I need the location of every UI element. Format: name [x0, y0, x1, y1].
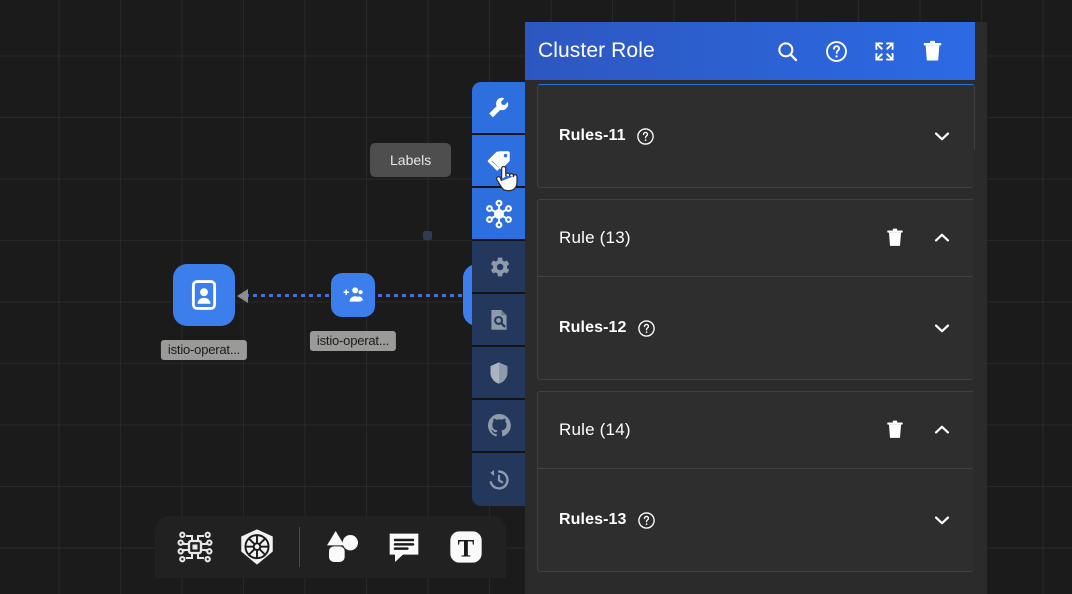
hub-icon [486, 199, 512, 228]
cluster-role-panel: Cluster Role [525, 22, 987, 594]
rules-help-icon[interactable] [636, 127, 655, 146]
shield-icon [490, 361, 508, 384]
rules-label: Rules-12 [559, 319, 627, 336]
rule-chevron-up[interactable] [930, 226, 954, 250]
rules-label: Rules-13 [559, 511, 627, 528]
rules-chevron-down[interactable] [930, 316, 954, 340]
chevron-down-icon [934, 516, 950, 525]
badge-icon [191, 280, 217, 310]
rules-help-icon[interactable] [637, 511, 656, 530]
node-service-account-label: istio-operat... [160, 340, 248, 360]
node-role-binding[interactable]: istio-operat... [309, 273, 397, 351]
rules-chevron-down[interactable] [930, 508, 954, 532]
rule-chevron-up[interactable] [930, 418, 954, 442]
edge-binding-to-role [378, 294, 478, 297]
toolbar-item-wrench[interactable] [472, 82, 526, 135]
rules-chevron-down[interactable] [930, 124, 954, 148]
node-service-account[interactable]: istio-operat... [160, 264, 248, 360]
document-search-icon [491, 309, 507, 330]
help-icon [636, 127, 654, 145]
chevron-up-icon [934, 425, 950, 434]
rule-header-row[interactable]: Rule (13) [538, 200, 974, 277]
edge-binding-to-sa [245, 294, 350, 297]
panel-expand-button[interactable] [873, 40, 896, 63]
panel-header: Cluster Role [525, 22, 975, 80]
rule-label: Rule (14) [559, 420, 631, 439]
microchip-icon [177, 531, 213, 563]
panel-delete-button[interactable] [920, 39, 945, 64]
delete-icon [923, 40, 942, 60]
rule-header-row[interactable]: Rule (14) [538, 392, 974, 469]
rule-delete-button[interactable] [884, 419, 906, 441]
canvas-dot [423, 231, 432, 240]
bottom-item-microchip[interactable] [167, 521, 223, 573]
chevron-up-icon [934, 233, 950, 242]
rules-row[interactable]: Rules-12 [538, 277, 974, 379]
tag-icon [487, 150, 510, 171]
toolbar-item-inspect[interactable] [472, 294, 526, 347]
edge-arrow-head [237, 289, 248, 303]
comment-icon [389, 533, 419, 562]
text-tool-icon: T [450, 531, 482, 563]
shapes-icon [327, 531, 358, 562]
bottom-item-comment[interactable] [376, 521, 432, 573]
pointing-hand-cursor [495, 165, 518, 192]
toolbar-item-history[interactable] [472, 453, 526, 506]
mouse-cursor [492, 163, 518, 202]
search-icon [778, 41, 798, 61]
bottom-item-text-tool[interactable]: T [438, 521, 494, 573]
toolbar-separator [299, 527, 300, 567]
toolbar-item-settings[interactable] [472, 241, 526, 294]
help-icon [637, 511, 655, 529]
rules-label: Rules-11 [559, 127, 626, 144]
bottom-item-shapes[interactable] [314, 521, 370, 573]
node-role-binding-box[interactable] [331, 273, 375, 317]
panel-help-button[interactable] [824, 39, 849, 64]
chevron-down-icon [934, 324, 950, 333]
panel-search-button[interactable] [775, 39, 800, 64]
gear-icon [490, 257, 510, 276]
expand-icon [875, 41, 894, 61]
rules-row[interactable]: Rules-13 [538, 469, 974, 571]
svg-text:T: T [458, 535, 475, 562]
bottom-item-kubernetes[interactable] [229, 521, 285, 573]
rule-card: Rule (13) [537, 199, 975, 380]
panel-body[interactable]: Rules-11 [525, 80, 987, 594]
node-service-account-box[interactable] [173, 264, 235, 326]
rule-delete-button[interactable] [884, 227, 906, 249]
rule-card: Rule (14) [537, 391, 975, 572]
vertical-toolbar [472, 82, 526, 506]
rules-help-icon[interactable] [637, 319, 656, 338]
delete-icon [887, 228, 903, 246]
history-icon [489, 469, 509, 490]
rules-row[interactable]: Rules-11 [538, 85, 974, 187]
help-icon [826, 40, 847, 62]
panel-title: Cluster Role [538, 39, 655, 62]
kubernetes-icon [241, 529, 273, 565]
rules-card: Rules-11 [537, 84, 975, 188]
rule-label: Rule (13) [559, 228, 631, 247]
toolbar-item-github[interactable] [472, 400, 526, 453]
bottom-toolbar: T [155, 516, 506, 578]
chevron-down-icon [934, 132, 950, 141]
wrench-icon [489, 97, 509, 117]
help-icon [637, 319, 655, 337]
panel-scrollbar-track[interactable] [973, 150, 987, 592]
node-role-binding-label: istio-operat... [309, 331, 397, 351]
delete-icon [887, 420, 903, 438]
github-icon [487, 414, 511, 437]
toolbar-item-hub[interactable] [472, 188, 526, 241]
group-icon [343, 287, 363, 302]
toolbar-item-security[interactable] [472, 347, 526, 400]
labels-tooltip: Labels [370, 143, 452, 177]
